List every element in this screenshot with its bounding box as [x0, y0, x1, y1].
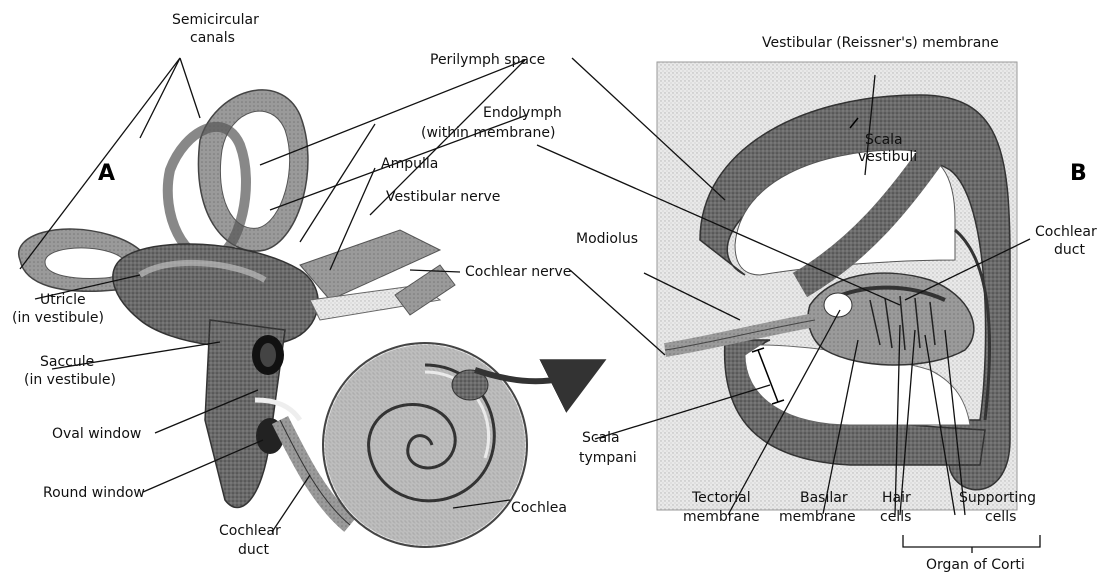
label-vestibular-nerve: Vestibular nerve — [386, 189, 500, 205]
label-supporting-cells: Supporting — [959, 490, 1036, 506]
label-semicircular-canals: Semicircular — [172, 12, 259, 28]
label-hair-cells-line2: cells — [880, 509, 911, 525]
label-utricle-line2: (in vestibule) — [12, 310, 104, 326]
label-cochlea: Cochlea — [511, 500, 567, 516]
label-modiolus: Modiolus — [576, 231, 638, 247]
label-utricle: Utricle — [40, 292, 86, 308]
label-semicircular-canals-line2: canals — [190, 30, 235, 46]
label-cochlear-duct-a: Cochlear — [219, 523, 281, 539]
label-supporting-cells-line2: cells — [985, 509, 1016, 525]
label-cochlear-nerve: Cochlear nerve — [465, 264, 571, 280]
label-vestibular-membrane: Vestibular (Reissner's) membrane — [762, 35, 999, 51]
label-ampulla: Ampulla — [381, 156, 438, 172]
label-basilar-membrane: Basilar — [800, 490, 848, 506]
label-cochlear-duct-b-line2: duct — [1054, 242, 1085, 258]
label-scala-tympani-line2: tympani — [579, 450, 637, 466]
panel-label-a: A — [98, 161, 115, 186]
label-endolymph-line2: (within membrane) — [421, 125, 555, 141]
label-oval-window: Oval window — [52, 426, 141, 442]
panel-label-b: B — [1070, 161, 1087, 186]
label-endolymph: Endolymph — [483, 105, 562, 121]
label-round-window: Round window — [43, 485, 145, 501]
label-tectorial-membrane-line2: membrane — [683, 509, 760, 525]
label-scala-vestibuli-line2: vestibuli — [858, 149, 917, 165]
label-scala-vestibuli: Scala — [865, 132, 903, 148]
label-saccule-line2: (in vestibule) — [24, 372, 116, 388]
label-cochlear-duct-b: Cochlear — [1035, 224, 1097, 240]
label-cochlear-duct-a-line2: duct — [238, 542, 269, 558]
label-tectorial-membrane: Tectorial — [691, 490, 751, 506]
label-saccule: Saccule — [40, 354, 94, 370]
label-scala-tympani: Scala — [582, 430, 620, 446]
label-perilymph-space: Perilymph space — [430, 52, 545, 68]
label-organ-of-corti: Organ of Corti — [926, 557, 1025, 573]
label-basilar-membrane-line2: membrane — [779, 509, 856, 525]
label-hair-cells: Hair — [882, 490, 911, 506]
